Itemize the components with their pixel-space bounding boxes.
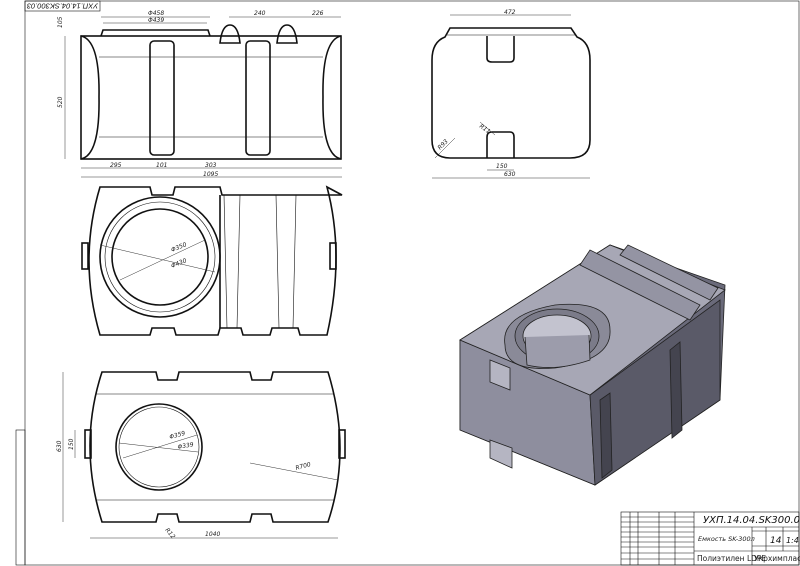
dim-d439: Φ439: [148, 17, 164, 24]
dim-r12: R12: [163, 527, 176, 541]
part-name: Емкость SK-300л: [698, 535, 755, 543]
company-name: Укрхимпласт: [754, 554, 800, 563]
dim-d359: Φ359: [169, 430, 187, 441]
dim-240: 240: [254, 10, 266, 17]
isometric-3d-view: [459, 244, 726, 486]
dim-520: 520: [57, 96, 64, 108]
top-view: Φ350 Φ430: [81, 185, 343, 336]
drawing-designation: УХП.14.04.SK300.03: [703, 515, 800, 526]
title-block: УХП.14.04.SK300.03 Емкость SK-300л 14 1:…: [620, 511, 800, 566]
scale-value: 1:4: [786, 536, 799, 545]
dim-101: 101: [156, 162, 167, 169]
dim-d458: Φ458: [148, 10, 164, 17]
dim-303: 303: [205, 162, 217, 169]
rotated-code: УХП.14.04.SK300.03: [26, 2, 99, 11]
code-box: [24, 0, 101, 12]
dim-r700: R700: [295, 461, 312, 472]
dim-295: 295: [110, 162, 122, 169]
dim-r93: R93: [436, 138, 449, 151]
side-stamp: [15, 429, 26, 566]
dim-150-bottom: 150: [68, 438, 75, 450]
dim-d339: Φ339: [177, 441, 194, 451]
material: Полиэтилен LDPE: [697, 554, 766, 563]
dim-472: 472: [504, 9, 516, 16]
dim-1095: 1095: [203, 171, 218, 178]
drawing-frame: [24, 0, 800, 566]
dim-150: 150: [496, 163, 508, 170]
bottom-view: Φ359 Φ339 R700 630 150 1040 R12: [56, 371, 346, 541]
front-view: Φ458 Φ439 240 226 105 520 295 101 303 10…: [57, 10, 342, 178]
dim-r11: R11: [478, 123, 492, 136]
dim-630: 630: [504, 171, 516, 178]
dim-d430: Φ430: [170, 257, 188, 270]
mass-value: 14: [770, 536, 782, 546]
dim-1040: 1040: [205, 531, 220, 538]
dim-105: 105: [57, 16, 64, 28]
dim-630-bottom: 630: [56, 440, 63, 452]
side-view: 472 630 150 R11 R93: [431, 9, 591, 179]
dim-226: 226: [312, 10, 324, 17]
